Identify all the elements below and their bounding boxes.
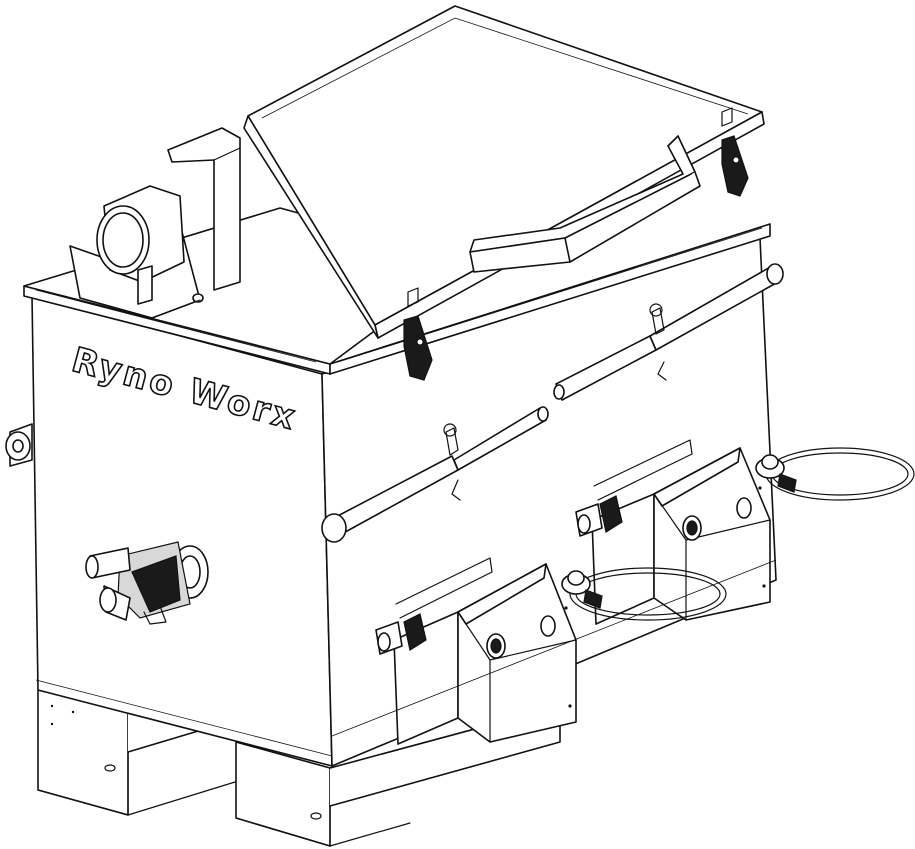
lifting-bar xyxy=(321,263,784,543)
front-bottom-edge xyxy=(35,679,333,757)
lid-handle xyxy=(469,135,701,273)
side-bottom-edge xyxy=(331,559,777,737)
motor-bearing-assembly xyxy=(69,185,204,319)
gas-hose-lower xyxy=(561,567,727,621)
drain-valve xyxy=(85,541,209,625)
burner-box-left xyxy=(375,557,577,745)
gas-hose-upper xyxy=(755,447,915,501)
vertical-bracket xyxy=(167,127,241,291)
latch-front xyxy=(403,287,433,381)
side-lift-eye xyxy=(5,423,33,467)
latch-rear xyxy=(721,107,749,197)
burner-box-right xyxy=(575,439,771,625)
